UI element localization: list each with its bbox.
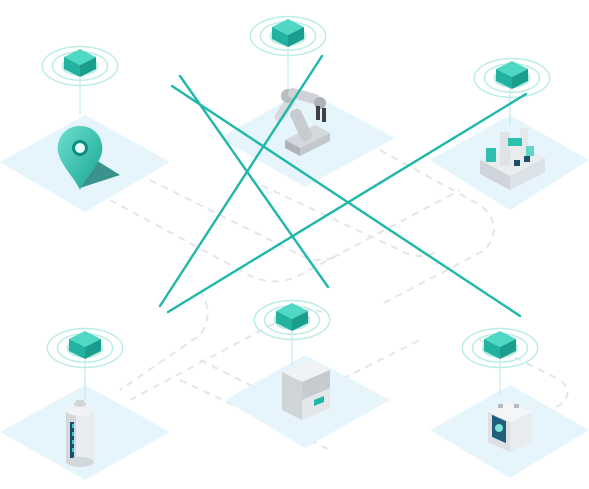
kiosk-terminal-icon — [282, 360, 330, 420]
hub-ring — [461, 327, 539, 369]
hub-ring — [249, 15, 327, 57]
connection-line-factory-battery — [166, 92, 528, 314]
hub-kiosk — [253, 299, 331, 341]
hub-cube-face — [80, 57, 96, 77]
hub-cube-face — [85, 339, 101, 359]
factory-icon — [480, 128, 545, 190]
hub-cube-face — [484, 339, 500, 359]
hub-ring — [253, 299, 331, 341]
hub-cube-face — [288, 27, 304, 47]
hub-cube-face — [512, 69, 528, 89]
hub-cube-face — [276, 311, 292, 331]
battery-icon — [66, 400, 94, 467]
hub-location — [41, 45, 119, 87]
hub-factory — [473, 57, 551, 99]
hub-ring — [41, 45, 119, 87]
connection-line-location-charger — [170, 84, 522, 318]
hub-cube-face — [496, 69, 512, 89]
location-pin-icon — [57, 126, 120, 190]
connection-lines — [158, 54, 528, 318]
hub-robot-arm — [249, 15, 327, 57]
connection-line-robot-arm-battery — [158, 54, 324, 308]
hub-ring — [473, 57, 551, 99]
hub-cube-face — [292, 311, 308, 331]
hub-ring — [46, 327, 124, 369]
hub-cube-face — [272, 27, 288, 47]
robotic-arm-icon — [274, 87, 330, 156]
hub-cube-face — [500, 339, 516, 359]
hub-battery — [46, 327, 124, 369]
hubs — [41, 15, 551, 369]
charging-box-icon — [488, 402, 532, 452]
hub-charger — [461, 327, 539, 369]
hub-cube-face — [64, 57, 80, 77]
connection-line-location-kiosk — [178, 74, 330, 289]
hub-cube-face — [69, 339, 85, 359]
